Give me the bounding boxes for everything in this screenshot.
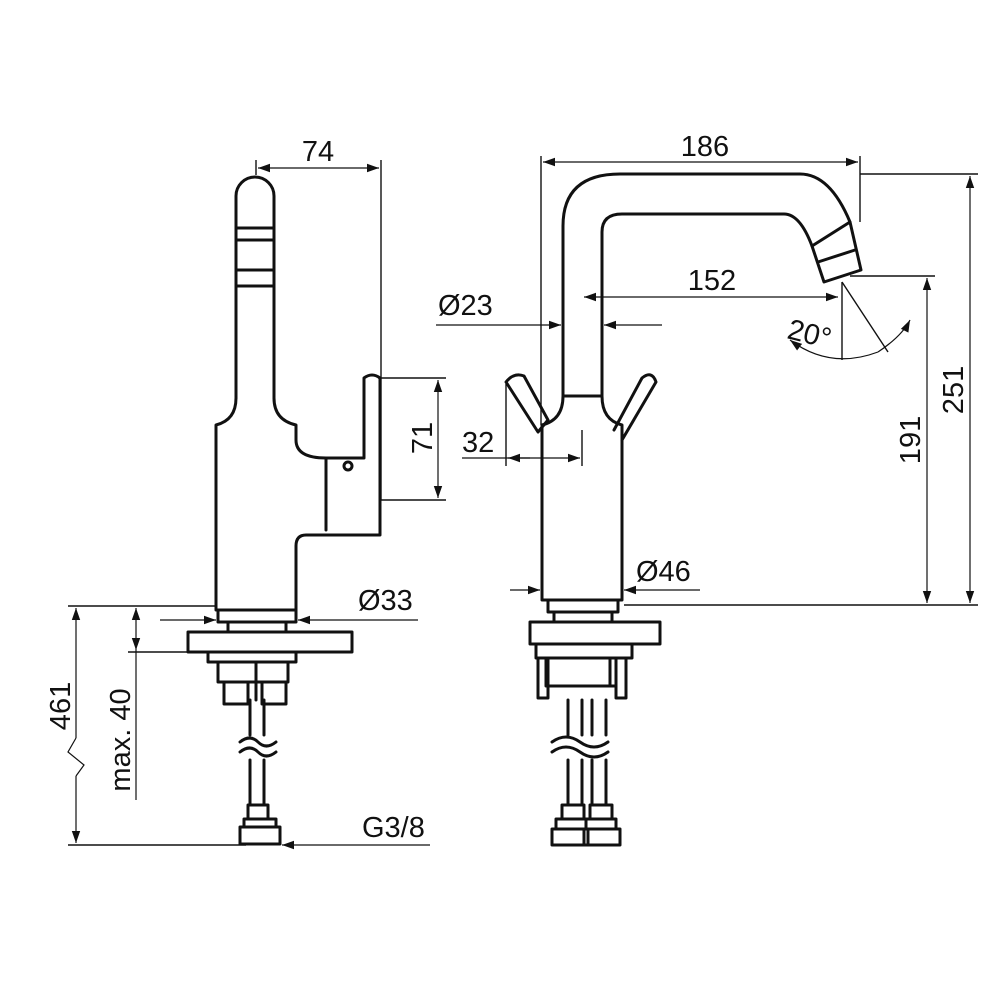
dim-152-label: 152 — [688, 265, 736, 297]
dim-251-label: 251 — [938, 366, 970, 414]
dim-74-label: 74 — [302, 136, 334, 168]
side-hose-nut — [238, 825, 282, 846]
front-base-plate — [528, 620, 662, 646]
front-body — [540, 394, 624, 602]
side-spout-ring — [234, 226, 276, 242]
dim-max40-label: max. 40 — [105, 688, 137, 791]
front-lever-left — [504, 373, 550, 434]
dim-461-label: 461 — [45, 682, 77, 730]
side-base-plate — [186, 630, 354, 654]
front-view: 186 152 Ø23 32 Ø46 20° 191 251 — [436, 131, 978, 847]
front-hose-nut-left — [550, 827, 590, 847]
front-aerator — [810, 220, 863, 284]
dim-o46-label: Ø46 — [636, 556, 691, 588]
front-hose-nut-right — [582, 827, 622, 847]
dim-71-label: 71 — [407, 422, 439, 454]
side-spout-tube — [234, 175, 276, 400]
angle-20-label: 20° — [784, 314, 834, 356]
dim-32-label: 32 — [462, 427, 494, 459]
connection-label: G3/8 — [362, 812, 425, 844]
front-spout — [561, 172, 852, 398]
side-body — [214, 373, 382, 612]
dim-o33-label: Ø33 — [358, 585, 413, 617]
dim-186-label: 186 — [681, 131, 729, 163]
side-view: 74 71 Ø33 461 max. 40 G3/8 — [45, 136, 446, 850]
dim-191-label: 191 — [895, 416, 927, 464]
dim-o23-label: Ø23 — [438, 290, 493, 322]
side-screw — [342, 460, 354, 472]
front-lever-right — [612, 373, 658, 442]
